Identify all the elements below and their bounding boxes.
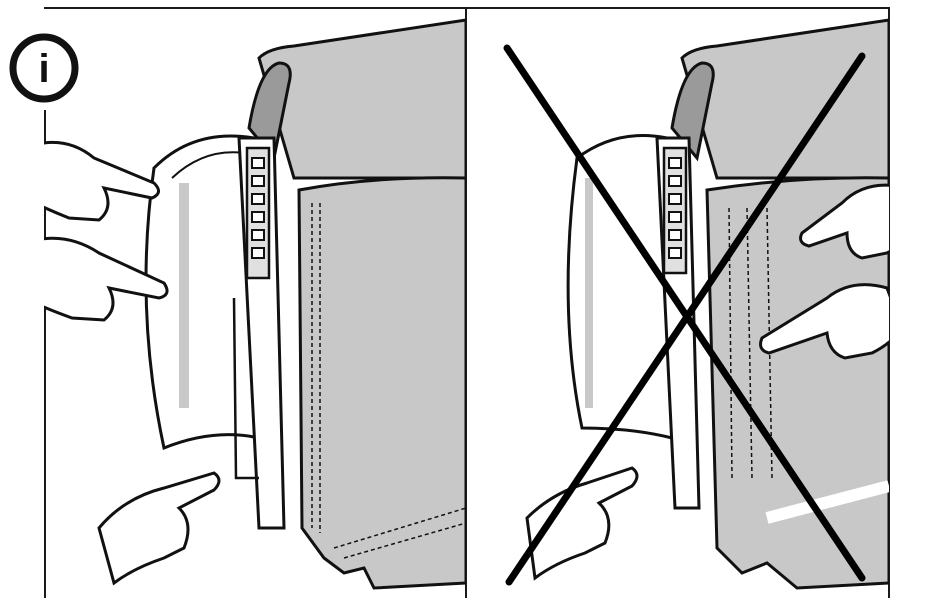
seat-cover-fabric [705,176,889,590]
seat-cover-fabric [297,176,466,590]
info-glyph: i [38,47,49,91]
pointing-hand-icon [525,183,889,581]
info-icon: i [8,32,80,104]
frame-top-line [44,7,890,9]
frame-divider [465,7,467,598]
foam-flap [566,134,674,440]
incorrect-panel [467,8,889,596]
pointing-hand-icon [44,140,221,586]
seat-back-top-roll [247,61,292,162]
frame-left-line [44,110,46,598]
cross-out-icon [503,44,866,586]
seat-back-shell [257,18,466,180]
correct-panel [44,8,466,596]
seat-back-top-roll [670,61,715,162]
seat-back-shell [680,18,889,180]
frame-right-line [888,7,890,598]
